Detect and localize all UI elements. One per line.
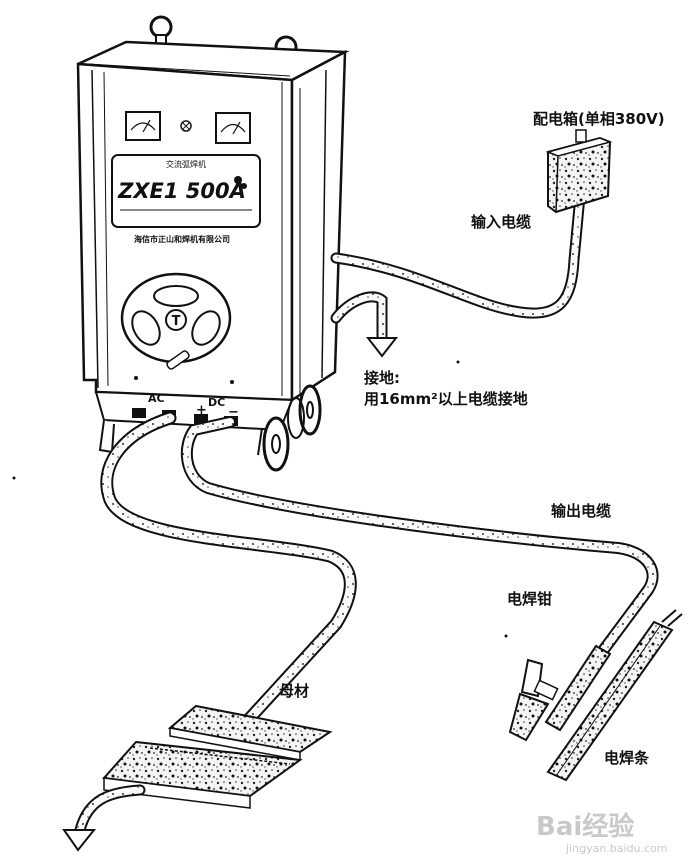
plate-ground-lead [62, 784, 146, 852]
input-cable [330, 190, 586, 319]
lifting-eye-left [149, 15, 173, 46]
ac-label: AC [148, 392, 165, 405]
wheel-rear-1 [298, 384, 322, 436]
knob-label: T [172, 314, 181, 329]
dc-label: DC [208, 396, 225, 409]
machine-side [290, 49, 347, 403]
output-cable [180, 416, 659, 658]
label-electrode-holder: 电焊钳 [507, 590, 553, 608]
plate-ground-arrow [62, 829, 97, 852]
label-grounding-1: 接地: [364, 369, 400, 387]
distribution-box [545, 129, 613, 214]
meter-right [215, 112, 251, 144]
electrode-rod [546, 609, 683, 782]
manufacturer-label: 海信市正山和焊机有限公司 [134, 234, 230, 244]
minus-label: − [228, 405, 239, 420]
nameplate-model: ZXE1 500A [117, 179, 246, 203]
label-input-cable: 输入电缆 [471, 213, 532, 231]
nameplate: 交流弧焊机 ZXE1 500A [111, 154, 261, 228]
label-base-metal: 母材 [279, 682, 310, 700]
nameplate-type: 交流弧焊机 [166, 159, 206, 169]
wheel-front [262, 416, 290, 472]
current-adjust-knob[interactable]: T [120, 272, 232, 370]
watermark-brand: Bai经验 [536, 812, 635, 842]
label-electrode: 电焊条 [604, 749, 650, 767]
label-output-cable: 输出电缆 [551, 502, 612, 520]
electrode-holder [508, 644, 612, 742]
wheel-rear-2 [287, 397, 305, 439]
base-metal [101, 704, 333, 809]
terminal-dc-plus[interactable] [194, 414, 208, 424]
meter-left [125, 111, 161, 141]
terminal-ac-1[interactable] [132, 408, 146, 418]
plus-label: + [196, 403, 207, 418]
welding-machine: 交流弧焊机 ZXE1 500A 海信市正山和焊机有限公司 T AC DC + − [76, 15, 350, 472]
ground-cable [330, 291, 399, 358]
ground-arrow [365, 337, 399, 358]
label-distribution-box: 配电箱(单相380V) [533, 110, 665, 128]
watermark-url: jingyan.baidu.com [566, 842, 668, 855]
label-grounding-2: 用16mm²以上电缆接地 [364, 390, 528, 408]
work-cable [100, 411, 357, 725]
indicator-lamp [180, 120, 192, 132]
